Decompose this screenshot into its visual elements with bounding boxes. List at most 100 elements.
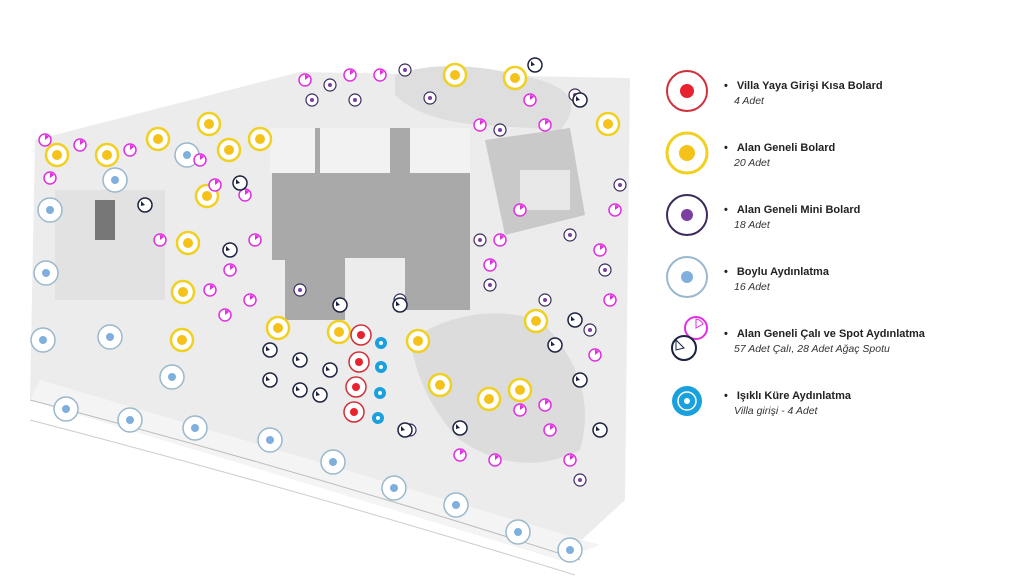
yellow-bollard-icon	[145, 126, 171, 152]
tall-light-icon	[159, 364, 185, 390]
tree-spot-light-icon	[312, 387, 328, 403]
yellow-bollard-icon	[175, 230, 201, 256]
legend-count: 4 Adet	[734, 95, 764, 107]
purple-mini-bollard-icon	[573, 473, 587, 487]
purple-mini-bollard-icon	[473, 233, 487, 247]
shrub-light-icon	[513, 203, 527, 217]
shrub-light-icon	[538, 398, 552, 412]
tall-light-icon	[666, 256, 708, 298]
villa-building	[95, 128, 585, 320]
tall-light-icon	[257, 427, 283, 453]
legend-count: 16 Adet	[734, 281, 770, 293]
legend-title: Alan Geneli Mini Bolard	[724, 204, 860, 216]
purple-mini-bollard-icon	[583, 323, 597, 337]
tree-spot-light-icon	[547, 337, 563, 353]
legend-title: Alan Geneli Bolard	[724, 142, 835, 154]
tall-light-icon	[557, 537, 583, 563]
legend-item-area-bollard: Alan Geneli Bolard 20 Adet	[664, 130, 994, 180]
shrub-light-icon	[538, 118, 552, 132]
yellow-bollard-icon	[595, 111, 621, 137]
purple-mini-bollard-icon	[305, 93, 319, 107]
tree-spot-light-icon	[397, 422, 413, 438]
yellow-bollard-icon	[169, 327, 195, 353]
purple-mini-bollard-icon	[483, 278, 497, 292]
tall-light-icon	[381, 475, 407, 501]
tree-spot-light-icon	[292, 352, 308, 368]
yellow-bollard-icon	[502, 65, 528, 91]
yellow-bollard-icon	[170, 279, 196, 305]
tall-light-icon	[320, 449, 346, 475]
tree-spot-light-icon	[452, 420, 468, 436]
shrub-light-icon	[488, 453, 502, 467]
tall-light-icon	[33, 260, 59, 286]
shrub-light-icon	[543, 423, 557, 437]
yellow-bollard-icon	[665, 131, 709, 175]
tree-spot-light-icon	[572, 372, 588, 388]
shrub-light-icon	[153, 233, 167, 247]
purple-mini-bollard-icon	[613, 178, 627, 192]
purple-mini-bollard-icon	[423, 91, 437, 105]
shrub-light-icon	[38, 133, 52, 147]
yellow-bollard-icon	[44, 142, 70, 168]
tree-spot-light-icon	[232, 175, 248, 191]
yellow-bollard-icon	[265, 315, 291, 341]
tall-light-icon	[443, 492, 469, 518]
red-bollard-icon	[343, 401, 365, 423]
yellow-bollard-icon	[476, 386, 502, 412]
legend-item-villa-bollard: Villa Yaya Girişi Kısa Bolard 4 Adet	[664, 68, 994, 118]
shrub-light-icon	[493, 233, 507, 247]
illuminated-sphere-icon	[372, 412, 384, 424]
tall-light-icon	[30, 327, 56, 353]
legend-title: Işıklı Küre Aydınlatma	[724, 390, 851, 402]
purple-mini-bollard-icon	[348, 93, 362, 107]
tree-spot-light-icon	[392, 297, 408, 313]
legend-count: 57 Adet Çalı, 28 Adet Ağaç Spotu	[734, 343, 890, 355]
red-bollard-icon	[348, 351, 370, 373]
site-plan	[29, 57, 630, 576]
shrub-light-icon	[193, 153, 207, 167]
shrub-light-icon	[203, 283, 217, 297]
purple-mini-bollard-icon	[563, 228, 577, 242]
shrub-light-icon	[223, 263, 237, 277]
legend-count: Villa girişi - 4 Adet	[734, 405, 818, 417]
tree-spot-light-icon	[592, 422, 608, 438]
shrub-light-icon	[298, 73, 312, 87]
purple-mini-bollard-icon	[598, 263, 612, 277]
purple-mini-bollard-icon	[538, 293, 552, 307]
shrub-light-icon	[603, 293, 617, 307]
legend-count: 20 Adet	[734, 157, 770, 169]
shrub-light-icon	[608, 203, 622, 217]
yellow-bollard-icon	[405, 328, 431, 354]
shrub-light-icon	[218, 308, 232, 322]
shrub-light-icon	[243, 293, 257, 307]
yellow-bollard-icon	[523, 308, 549, 334]
yellow-bollard-icon	[194, 183, 220, 209]
tree-spot-light-icon	[292, 382, 308, 398]
tall-light-icon	[97, 324, 123, 350]
tall-light-icon	[182, 415, 208, 441]
red-bollard-icon	[666, 70, 708, 112]
tree-spot-light-icon	[322, 362, 338, 378]
illuminated-sphere-icon	[672, 386, 702, 416]
purple-mini-bollard-icon	[323, 78, 337, 92]
tree-spot-light-icon	[137, 197, 153, 213]
illuminated-sphere-icon	[374, 387, 386, 399]
legend-title: Villa Yaya Girişi Kısa Bolard	[724, 80, 883, 92]
shrub-light-icon	[453, 448, 467, 462]
tree-spot-light-icon	[222, 242, 238, 258]
tall-light-icon	[102, 167, 128, 193]
purple-mini-bollard-icon	[293, 283, 307, 297]
tree-spot-light-icon	[262, 342, 278, 358]
tree-spot-light-icon	[567, 312, 583, 328]
shrub-light-icon	[513, 403, 527, 417]
yellow-bollard-icon	[442, 62, 468, 88]
yellow-bollard-icon	[427, 372, 453, 398]
shrub-light-icon	[208, 178, 222, 192]
illuminated-sphere-icon	[375, 361, 387, 373]
shrub-light-icon	[238, 188, 252, 202]
purple-mini-bollard-icon	[493, 123, 507, 137]
tree-spot-light-icon	[527, 57, 543, 73]
shrub-light-icon	[123, 143, 137, 157]
